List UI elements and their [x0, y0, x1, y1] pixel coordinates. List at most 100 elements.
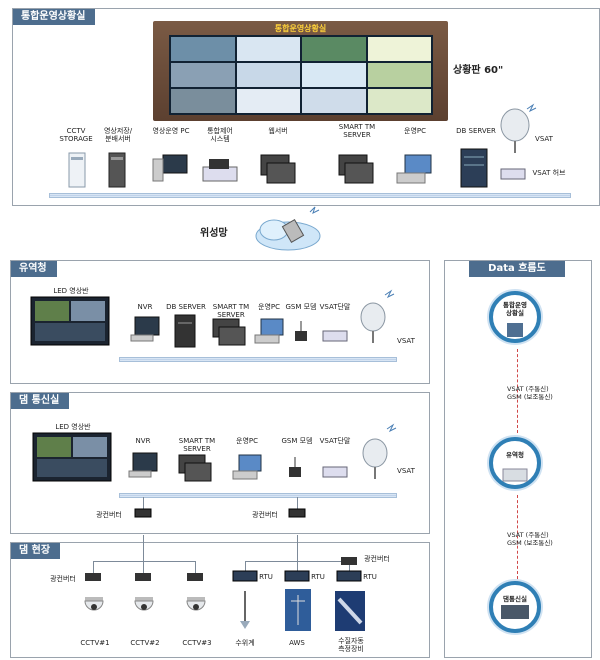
led-board-icon	[30, 296, 110, 346]
smart-tm-server-icon	[212, 318, 246, 346]
situation-board-label: 상황판 60"	[453, 65, 504, 76]
link-line	[93, 561, 94, 573]
converter-label: 광컨버터	[364, 555, 390, 563]
cctv-storage-label: CCTV STORAGE	[59, 127, 93, 143]
link-line	[297, 561, 298, 573]
cctv-camera-icon	[186, 597, 206, 611]
vsat-terminal-icon	[322, 466, 348, 478]
flow-node-label: 통합운영 상황실	[503, 301, 527, 317]
media-converter-icon	[341, 557, 357, 565]
link-line	[143, 535, 144, 561]
river-office-network-bus	[119, 357, 397, 362]
control-system-icon	[202, 159, 238, 182]
led-board-label: LED 영상반	[55, 423, 91, 431]
vsat-terminal-label: VSAT단말	[319, 437, 351, 445]
situation-board: 통합운영상황실	[153, 21, 448, 121]
nvr-label: NVR	[135, 437, 151, 445]
data-flow-panel: Data 흐름도 통합운영 상황실 VSAT (주통신) GSM (보조통신) …	[444, 260, 592, 658]
dam-site-panel: 댐 현장 광컨버터 광컨버터 RTU RTU RTU CCTV#1 CCTV#2…	[10, 535, 430, 658]
ops-pc-icon	[254, 318, 284, 344]
river-office-panel: 유역청 LED 영상반 NVR DB SERVER SMART TM SERVE…	[10, 260, 430, 384]
cctv-label: CCTV#3	[182, 639, 212, 647]
link-line	[245, 561, 246, 573]
rtu-label: RTU	[363, 573, 377, 581]
rtu-icon	[284, 570, 310, 582]
link-line	[195, 561, 196, 573]
media-converter-icon	[134, 508, 152, 518]
nvr-pc-icon	[130, 316, 160, 342]
gsm-modem-icon	[295, 321, 307, 341]
flow-node-dam-comm	[489, 581, 541, 633]
satellite-cloud-icon	[255, 206, 321, 251]
converter-label: 광컨버터	[252, 511, 278, 519]
cctv-label: CCTV#1	[80, 639, 110, 647]
dam-site-title: 댐 현장	[11, 543, 61, 559]
link-line	[143, 497, 144, 511]
ops-pc-label: 운영PC	[258, 303, 280, 311]
flow-link	[517, 349, 518, 433]
gsm-modem-label: GSM 모뎀	[281, 437, 313, 445]
cctv-camera-icon	[134, 597, 154, 611]
ops-pc-label: 운영PC	[404, 127, 426, 135]
water-quality-sensor-label: 수질자동 측정장비	[338, 637, 364, 653]
media-converter-icon	[187, 573, 203, 581]
smart-tm-server-icon	[178, 454, 212, 482]
ops-pc-icon	[232, 454, 262, 480]
web-server-icon	[260, 154, 296, 184]
vsat-dish-icon	[360, 289, 395, 343]
storage-server-label: 영상저장/ 분배서버	[103, 127, 133, 143]
dam-icon	[501, 605, 529, 619]
smart-tm-server-label: SMART TM SERVER	[178, 437, 216, 453]
aws-label: AWS	[289, 639, 305, 647]
smart-tm-server-label: SMART TM SERVER	[338, 123, 376, 139]
vsat-label: VSAT	[397, 467, 415, 475]
data-flow-title: Data 흐름도	[469, 261, 565, 277]
video-pc-label: 영상운영 PC	[152, 127, 190, 135]
ops-pc-label: 운영PC	[236, 437, 258, 445]
ops-pc-icon	[396, 154, 432, 184]
vsat-label: VSAT	[535, 135, 553, 143]
cctv-label: CCTV#2	[130, 639, 160, 647]
ops-center-network-bus	[49, 193, 571, 198]
vsat-label: VSAT	[397, 337, 415, 345]
link-line	[93, 561, 195, 562]
vsat-hub-label: VSAT 허브	[532, 169, 566, 177]
nvr-pc-icon	[128, 452, 158, 478]
storage-server-icon	[108, 152, 126, 188]
db-server-label: DB SERVER	[166, 303, 206, 311]
gsm-modem-label: GSM 모뎀	[285, 303, 317, 311]
vsat-terminal-icon	[322, 330, 348, 342]
building-icon	[502, 468, 528, 482]
flow-link	[517, 495, 518, 579]
building-icon	[507, 323, 523, 337]
flow-node-label: 댐통신실	[503, 595, 527, 603]
rtu-label: RTU	[259, 573, 273, 581]
cctv-camera-icon	[84, 597, 104, 611]
control-system-label: 통합제어 시스템	[207, 127, 233, 143]
link-line	[349, 561, 350, 573]
cctv-storage-icon	[68, 152, 86, 188]
web-server-label: 웹서버	[268, 127, 288, 135]
dam-comm-panel: 댐 통신실 LED 영상반 NVR SMART TM SERVER 운영PC G…	[10, 392, 430, 534]
db-server-label: DB SERVER	[456, 127, 496, 135]
ops-center-title: 통합운영상황실	[13, 9, 96, 25]
vsat-dish-icon	[362, 423, 397, 479]
ops-center-panel: 통합운영상황실 통합운영상황실 상황판 60" CCTV STORAGE 영상저…	[12, 8, 600, 206]
media-converter-icon	[288, 508, 306, 518]
satellite-label: 위성망	[200, 228, 228, 239]
link-line	[297, 535, 298, 561]
rtu-label: RTU	[311, 573, 325, 581]
smart-tm-server-label: SMART TM SERVER	[212, 303, 250, 319]
flow-node-label: 유역청	[506, 451, 524, 459]
river-office-title: 유역청	[11, 261, 57, 277]
video-pc-icon	[152, 154, 188, 182]
situation-board-screen	[169, 35, 433, 115]
rtu-icon	[336, 570, 362, 582]
flow-link-label: VSAT (주통신) GSM (보조통신)	[507, 531, 553, 547]
dam-comm-network-bus	[119, 493, 397, 498]
aws-station-icon	[285, 589, 311, 631]
situation-board-title: 통합운영상황실	[274, 24, 327, 33]
nvr-label: NVR	[137, 303, 153, 311]
media-converter-icon	[85, 573, 101, 581]
